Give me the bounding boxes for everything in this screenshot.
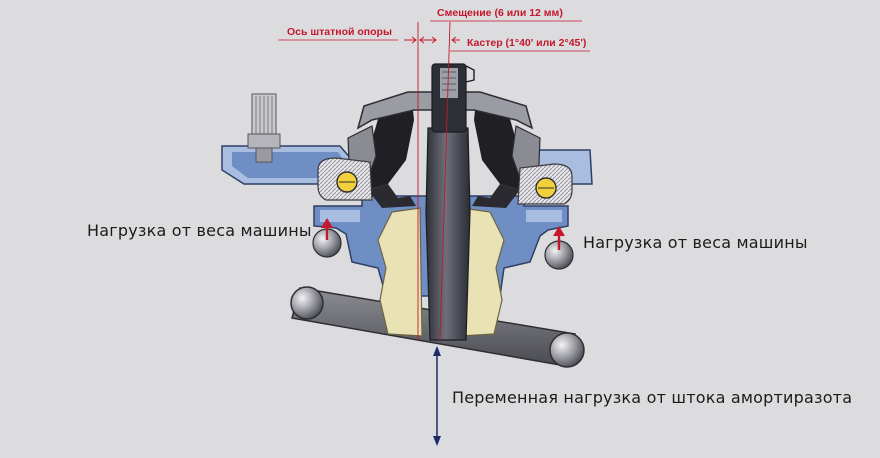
offset-arrow-left (404, 36, 417, 44)
load-right-label: Нагрузка от веса машины (583, 233, 808, 252)
bearing-right (517, 163, 573, 205)
rubber-core (362, 100, 526, 208)
load-left (312, 218, 342, 258)
offset-label: Смещение (6 или 12 мм) (437, 7, 563, 19)
axis-annotations (278, 20, 590, 341)
piston-rod (425, 63, 475, 341)
stock-axis-label: Ось штатной опоры (287, 26, 392, 38)
caster-axis-line (439, 21, 451, 341)
red-up-arrow-icon (553, 226, 565, 250)
stud-bolt (247, 93, 281, 163)
lower-bushing (377, 207, 505, 337)
load-left-label: Нагрузка от веса машины (87, 221, 312, 240)
load-right (544, 226, 574, 270)
red-up-arrow-icon (321, 218, 333, 240)
bearing-left (317, 157, 373, 201)
caster-label: Кастер (1°40' или 2°45') (467, 37, 587, 49)
variable-load-label: Переменная нагрузка от штока амортиразот… (452, 388, 853, 407)
offset-arrow-right (451, 36, 460, 44)
vertical-double-arrow-icon (433, 346, 441, 446)
